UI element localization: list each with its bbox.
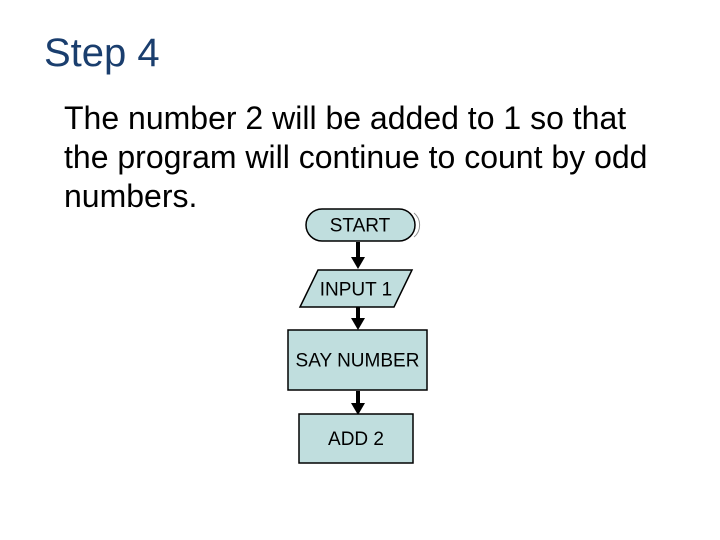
flowchart-node-add [298,413,414,464]
flow-arrowhead [351,318,365,330]
flowchart-node-start-label: START [330,216,391,237]
flow-arrowhead [351,257,365,269]
flowchart-node-start [305,208,416,242]
flowchart-node-input-label: INPUT 1 [320,280,393,301]
body-line: The number 2 will be added to 1 so that [64,100,627,136]
flowchart-node-say-number-label: SAY NUMBER [296,351,420,372]
body-line: the program will continue to count by od… [64,139,648,175]
body-text: The number 2 will be added to 1 so that … [64,99,647,216]
start-node-ghost-edge [413,212,421,238]
flow-arrowhead [351,403,365,415]
flowchart-node-add-label: ADD 2 [328,429,384,450]
body-line: numbers. [64,178,198,214]
flowchart-node-say-number [287,329,428,391]
flowchart-node-input [298,269,414,308]
page-title: Step 4 [44,31,160,75]
